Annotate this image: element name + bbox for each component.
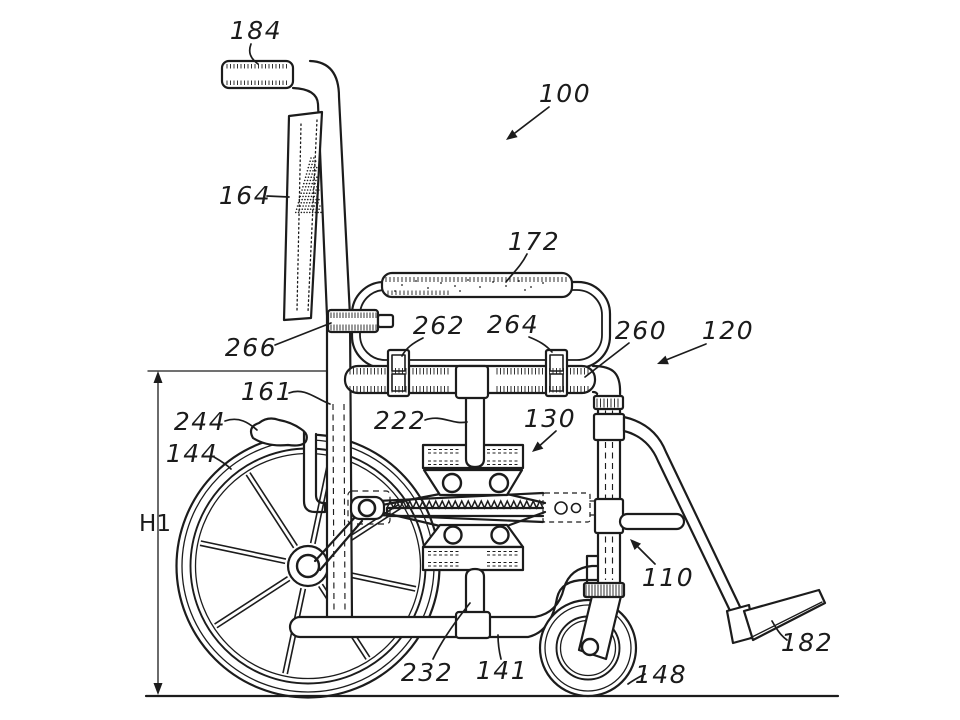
rear-axle (295, 553, 321, 579)
ref-label-161: 161 (241, 377, 293, 406)
back-post-rear-edge (308, 59, 354, 624)
dim-label-h1: H1 (139, 511, 171, 537)
footplate-edge (749, 601, 823, 639)
knurl-texture (226, 64, 623, 596)
ref-label-222: 222 (374, 406, 426, 435)
footplate (742, 588, 827, 642)
brake-handle (249, 417, 308, 447)
drop-post-clamp (454, 610, 492, 640)
scissor-links (370, 492, 547, 528)
armrest-pad (380, 271, 574, 299)
panel-seam-line (296, 123, 302, 311)
reference-numerals: 184 100 164 172 266 262 264 260 120 161 … (139, 16, 833, 689)
clamp-266-stub (376, 313, 395, 329)
panel-seam-line-2 (307, 119, 318, 313)
back-post-front-edge (291, 86, 329, 624)
side-frame-stub (618, 512, 686, 531)
ref-label-260: 260 (615, 316, 667, 345)
ref-label-120: 120 (702, 316, 754, 345)
seat-post-upper (464, 398, 486, 469)
lower-pivot-hole-right (490, 525, 510, 545)
ref-label-100: 100 (539, 79, 591, 108)
armrest-assembly (350, 271, 612, 370)
upper-pivot-hole-right (488, 472, 510, 494)
ref-label-262: 262 (413, 311, 465, 340)
ref-label-182: 182 (781, 628, 833, 657)
seat-rail (326, 308, 622, 401)
ref-label-148: 148 (635, 660, 687, 689)
seat-post-clamp (454, 364, 490, 400)
push-handle-grip (220, 59, 295, 90)
ref-label-232: 232 (401, 658, 453, 687)
collar-162 (592, 394, 625, 411)
ref-label-130: 130 (524, 404, 576, 433)
adjustment-rack-bar (385, 506, 545, 518)
ref-label-141: 141 (476, 656, 528, 685)
ref-label-164: 164 (219, 181, 271, 210)
rack-end-clamp (593, 497, 625, 535)
dimension-arrow-up (153, 371, 163, 383)
ref-label-172: 172 (508, 227, 560, 256)
wheel-lock (249, 417, 327, 514)
ref-label-244: 244 (174, 407, 226, 436)
right-pivot-hidden-outline (542, 492, 591, 523)
backrest-panel (282, 110, 324, 322)
leader-lines (213, 43, 788, 685)
armrest-pad-texture (394, 279, 544, 292)
right-pivot-bolt (570, 502, 582, 514)
ref-label-184: 184 (230, 16, 282, 45)
hanger-clamp (592, 412, 626, 442)
height-adjust-mechanism (313, 398, 599, 640)
brake-arm (302, 430, 327, 514)
panel-stipple-shading (294, 157, 322, 214)
backrest-clamp-266 (326, 308, 380, 334)
ref-label-266: 266 (225, 333, 277, 362)
upper-pivot-hole-left (441, 472, 463, 494)
lower-pivot-hole-left (443, 525, 463, 545)
ref-label-264: 264 (487, 310, 539, 339)
back-post-hidden-lines (332, 403, 346, 613)
bottom-frame-rail (288, 564, 606, 639)
right-pivot-pin (554, 501, 568, 515)
front-frame (585, 393, 745, 621)
caster-tire-inner (544, 604, 632, 692)
ref-label-144: 144 (166, 439, 218, 468)
front-post-hidden-lines (604, 400, 614, 580)
caster-bracket (585, 554, 600, 585)
hub-link-arms (313, 513, 364, 572)
ref-label-110: 110 (642, 563, 694, 592)
caster-hub (580, 637, 600, 657)
dimension-arrow-down (153, 683, 163, 695)
lower-clamp-plate (421, 545, 525, 572)
left-pivot-pin (357, 498, 377, 518)
caster-wheel (538, 581, 638, 698)
back-post (220, 59, 354, 624)
drop-post-232 (464, 567, 486, 614)
footrest (725, 588, 827, 645)
